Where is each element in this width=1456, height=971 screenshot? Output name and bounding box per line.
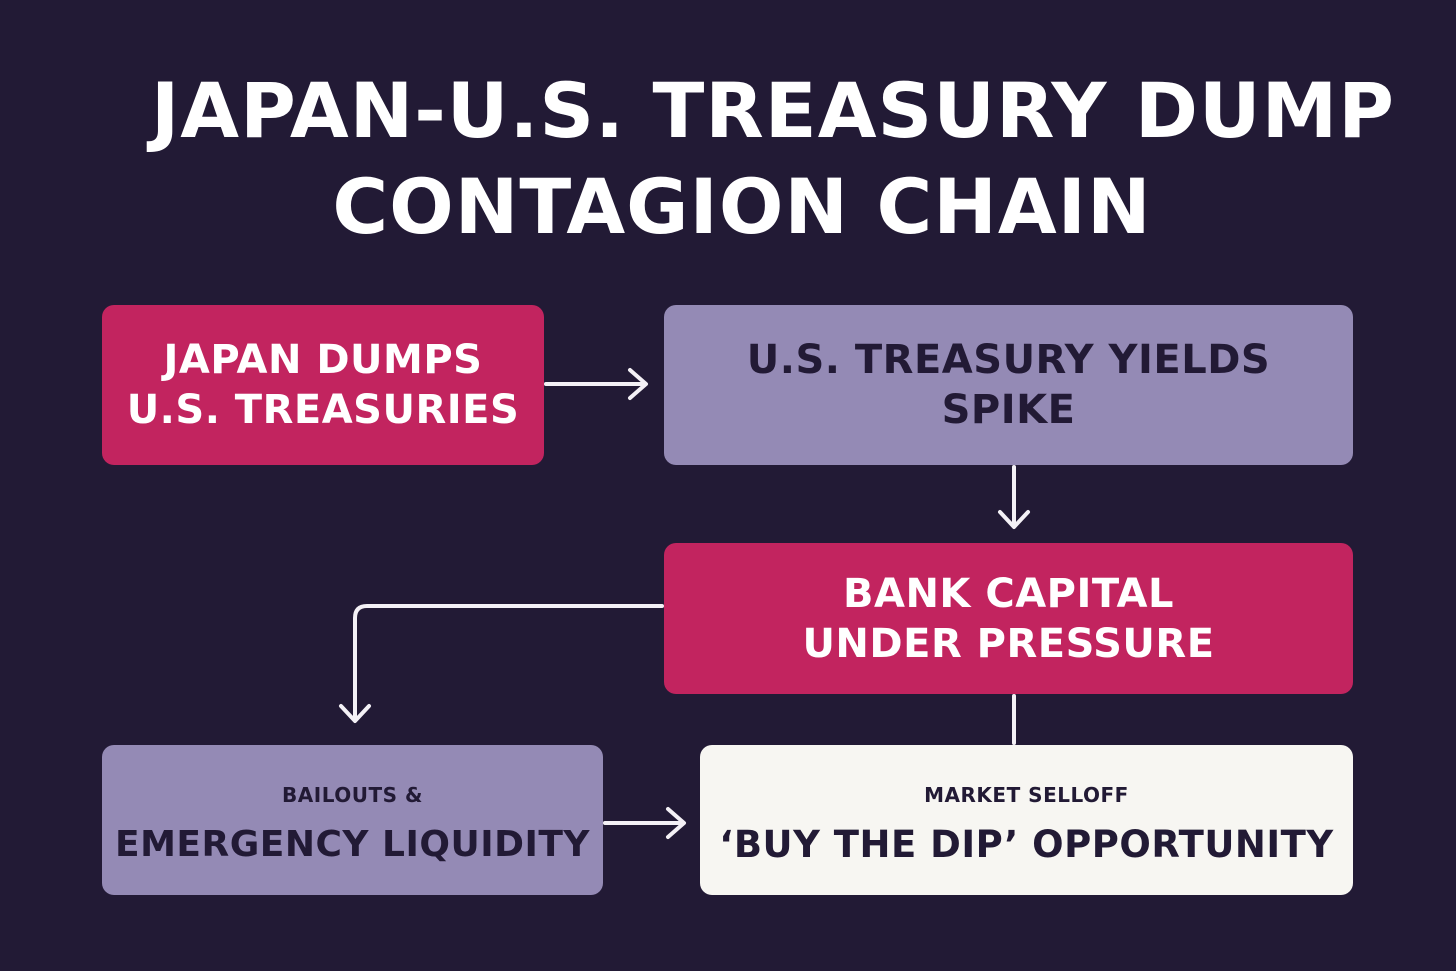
node-yields-spike-line-2: SPIKE	[941, 387, 1076, 433]
node-yields-spike-line-1: U.S. TREASURY YIELDS	[746, 337, 1271, 383]
node-bank-capital-line-2: UNDER PRESSURE	[802, 620, 1215, 667]
node-bailouts: BAILOUTS & EMERGENCY LIQUIDITY	[102, 745, 603, 895]
node-japan-dumps: JAPAN DUMPS U.S. TREASURIES	[102, 305, 544, 465]
arrow-bailouts-to-market	[603, 807, 686, 839]
node-bank-capital: BANK CAPITAL UNDER PRESSURE	[664, 543, 1353, 694]
arrow-yields-to-bank	[998, 465, 1030, 529]
arrow-japan-to-yields	[544, 368, 648, 400]
node-bailouts-line-2: EMERGENCY LIQUIDITY	[115, 824, 590, 865]
node-market-selloff-line-1: MARKET SELLOFF	[924, 783, 1129, 807]
node-japan-dumps-line-2: U.S. TREASURIES	[126, 387, 520, 433]
title-line-1: JAPAN-U.S. TREASURY DUMP	[151, 66, 1395, 155]
node-bailouts-line-1: BAILOUTS &	[282, 783, 423, 807]
node-yields-spike: U.S. TREASURY YIELDS SPIKE	[664, 305, 1353, 465]
node-bank-capital-line-1: BANK CAPITAL	[843, 570, 1174, 617]
node-market-selloff: MARKET SELLOFF ‘BUY THE DIP’ OPPORTUNITY	[700, 745, 1353, 895]
node-japan-dumps-line-1: JAPAN DUMPS	[163, 337, 483, 383]
title-line-2: CONTAGION CHAIN	[332, 162, 1152, 251]
node-market-selloff-line-2: ‘BUY THE DIP’ OPPORTUNITY	[719, 823, 1334, 866]
arrow-bank-to-bailouts	[339, 604, 664, 723]
